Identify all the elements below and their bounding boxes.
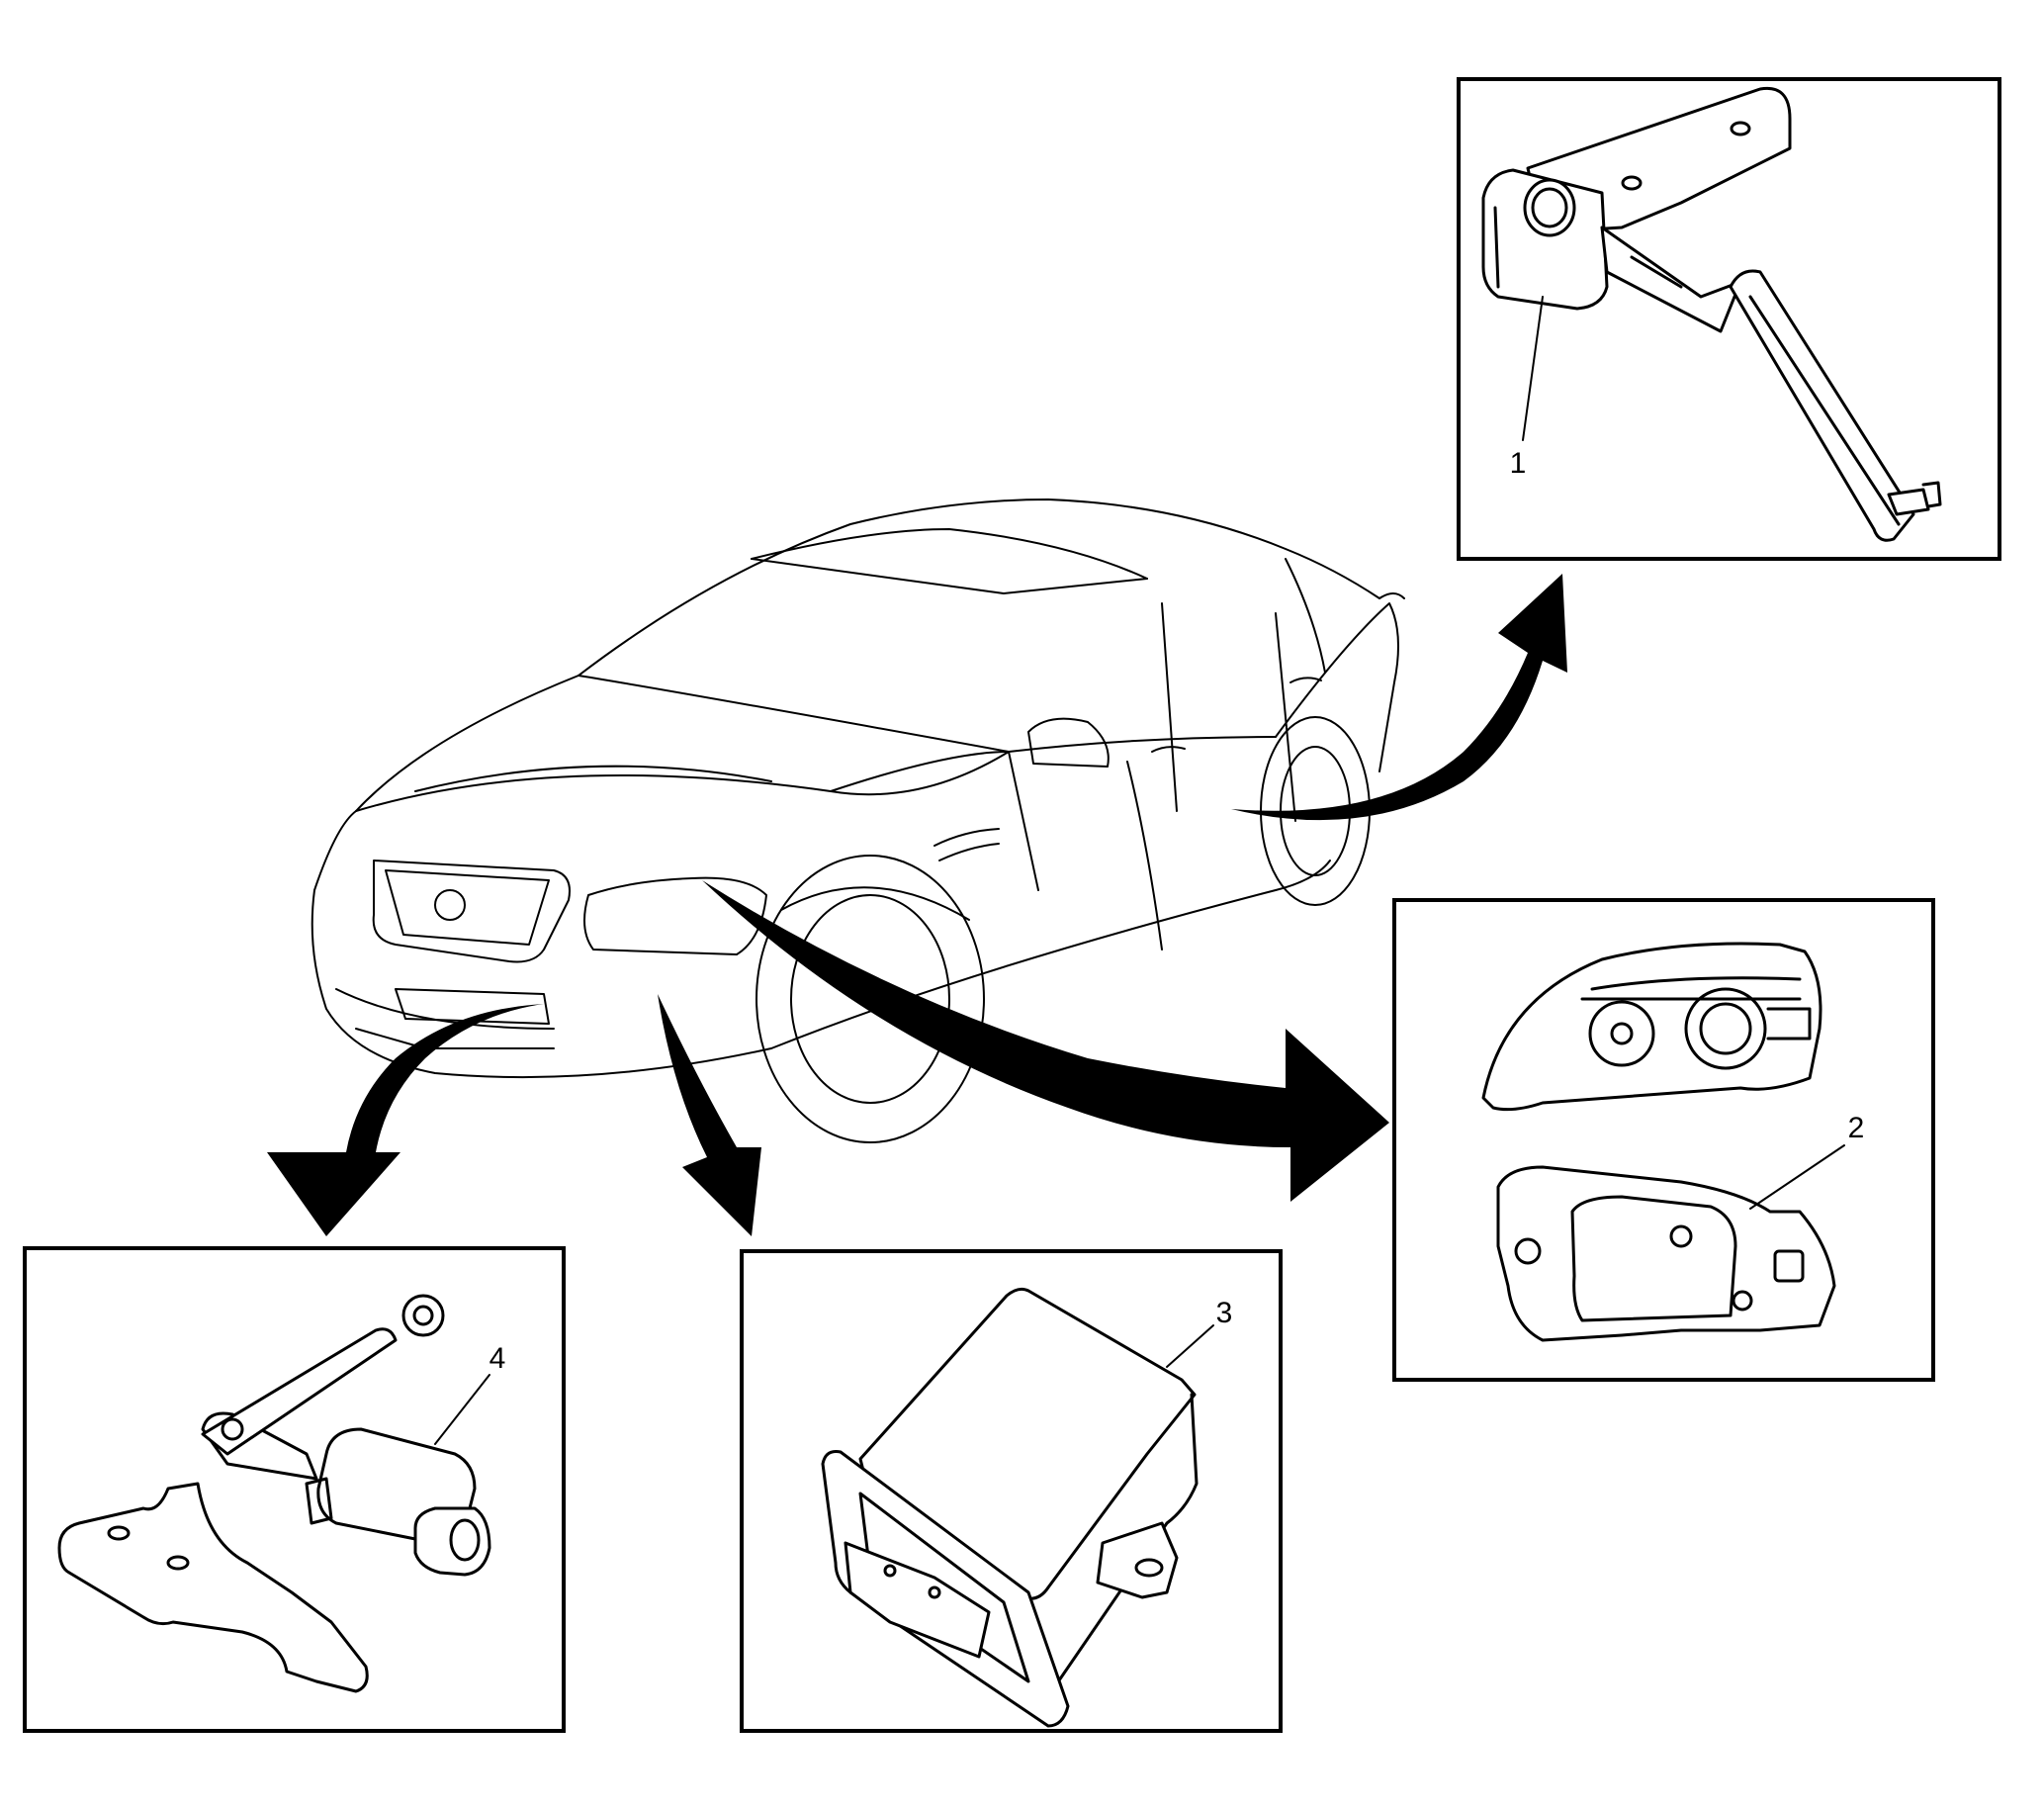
callout-label-4: 4 [489,1342,506,1375]
detail-panel-1: 1 [1457,77,2001,561]
detail-panel-2: 2 [1392,898,1935,1382]
headlamp-control-module [821,1287,1199,1728]
vehicle-illustration [311,498,1405,1143]
callout-label-2: 2 [1848,1112,1865,1144]
arrow-to-item-1 [1231,574,1567,821]
detail-panel-4: 4 [23,1246,566,1733]
arrow-to-item-3 [658,994,761,1236]
callout-leader-2 [1749,1144,1845,1210]
callout-label-1: 1 [1510,447,1527,480]
headlamp-leveling-sensor-rear [1481,86,1942,542]
arrow-to-item-2 [702,880,1389,1202]
headlamp-assembly [1481,942,1836,1342]
headlamp-leveling-sensor-front [57,1294,491,1693]
callout-leader-1 [1522,296,1544,441]
detail-panel-3: 3 [740,1249,1283,1733]
callout-label-3: 3 [1216,1297,1233,1329]
arrow-to-item-4 [267,1004,544,1236]
callout-leader-4 [434,1374,490,1445]
callout-leader-3 [1166,1324,1214,1368]
